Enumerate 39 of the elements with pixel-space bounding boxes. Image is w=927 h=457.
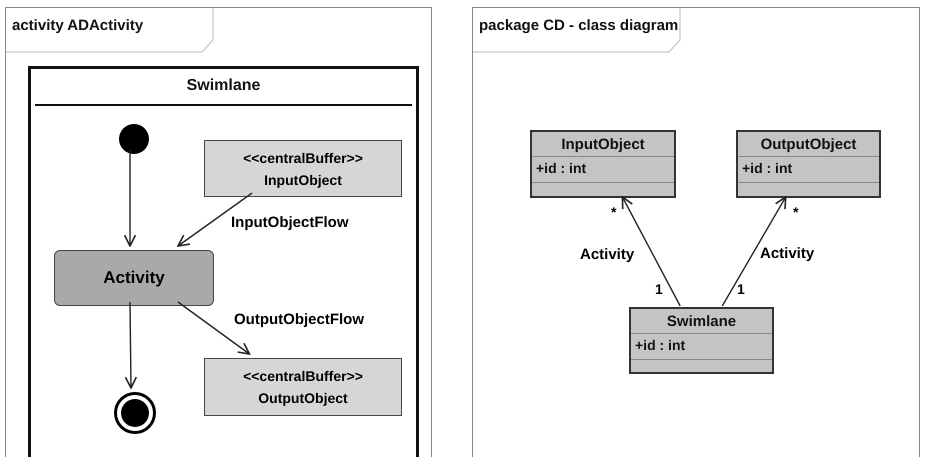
multiplicity-label: * bbox=[793, 204, 798, 220]
final-node bbox=[114, 392, 156, 434]
partition-name: Swimlane bbox=[186, 77, 262, 95]
attribute-text: +id : int bbox=[635, 337, 686, 353]
class-name: InputObject bbox=[560, 136, 646, 153]
arrow bbox=[722, 196, 787, 306]
arrow bbox=[124, 302, 138, 389]
attribute-text: +id : int bbox=[742, 160, 792, 176]
class-box bbox=[736, 130, 881, 198]
central-buffer-node bbox=[204, 140, 402, 197]
node-label: Activity bbox=[103, 267, 165, 289]
initial-node bbox=[119, 124, 149, 154]
frame-title: activity ADActivity bbox=[12, 17, 144, 34]
central-buffer-node bbox=[204, 358, 402, 416]
swimlane-partition bbox=[28, 66, 419, 457]
node-label: OutputObject bbox=[258, 389, 348, 408]
arrow bbox=[177, 192, 252, 247]
arrow bbox=[622, 196, 681, 306]
diagram-frame bbox=[5, 7, 432, 457]
class-name: Swimlane bbox=[666, 313, 738, 330]
class-box bbox=[530, 130, 676, 198]
stereotype-text: <<centralBuffer>> bbox=[243, 148, 363, 168]
stereotype-text: <<centralBuffer>> bbox=[243, 367, 363, 386]
class-name: OutputObject bbox=[760, 136, 858, 153]
arrow bbox=[124, 150, 136, 247]
multiplicity-label: 1 bbox=[737, 281, 745, 297]
multiplicity-label: 1 bbox=[655, 281, 663, 297]
edge-label: InputObjectFlow bbox=[229, 214, 350, 231]
action-node bbox=[54, 250, 214, 306]
arrow bbox=[178, 301, 250, 355]
multiplicity-label: * bbox=[611, 204, 616, 220]
attribute-text: +id : int bbox=[536, 160, 586, 176]
frame-title: package CD - class diagram bbox=[479, 17, 678, 34]
edge-label: Activity bbox=[758, 245, 816, 262]
diagram-frame bbox=[472, 7, 920, 457]
edge-label: Activity bbox=[578, 246, 636, 263]
edge-label: OutputObjectFlow bbox=[232, 311, 366, 328]
class-box bbox=[629, 307, 774, 374]
node-label: InputObject bbox=[264, 170, 342, 190]
